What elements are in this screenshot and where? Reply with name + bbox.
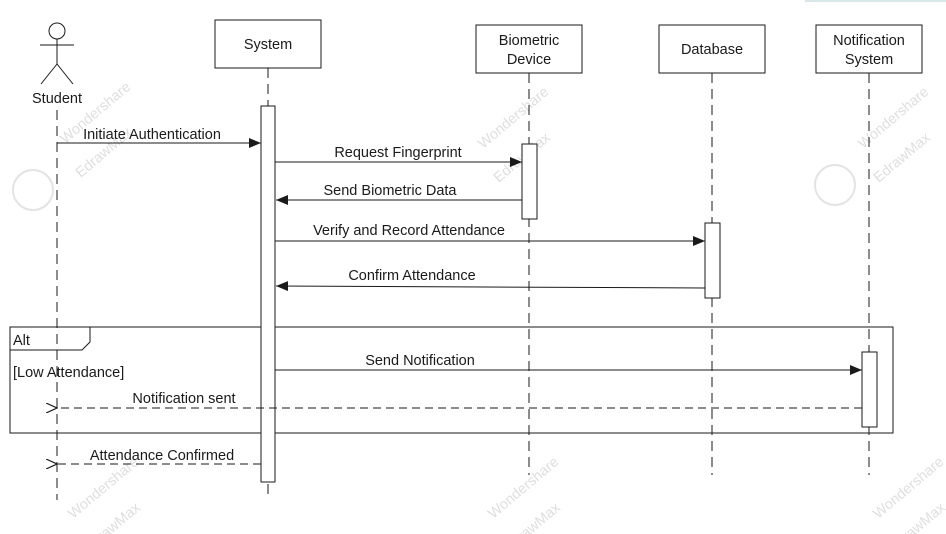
message-label: Send Biometric Data	[324, 183, 458, 199]
message-label: Initiate Authentication	[83, 127, 221, 143]
watermark: Wondershare EdrawMax	[855, 84, 934, 186]
participant-notification-label-1: Notification	[833, 33, 905, 49]
participant-student-label: Student	[32, 91, 82, 107]
activation-database	[704, 222, 721, 299]
participant-notification-system: Notification System	[815, 24, 923, 74]
participant-system: System	[214, 19, 322, 69]
watermark: Wondershare EdrawMax	[870, 454, 946, 534]
activation-biometric-device	[521, 143, 538, 220]
participant-database-label: Database	[681, 42, 743, 58]
messages: Initiate Authentication Request Fingerpr…	[57, 127, 862, 464]
fragment-operator-tab	[10, 327, 91, 351]
message-label: Attendance Confirmed	[90, 448, 234, 464]
watermark-logo-icon	[12, 169, 54, 211]
message-label: Verify and Record Attendance	[313, 223, 505, 239]
activation-notification-system	[861, 351, 878, 428]
watermark: Wondershare EdrawMax	[65, 454, 144, 534]
watermark-group: Wondershare EdrawMax Wondershare EdrawMa…	[12, 79, 946, 534]
message-label: Confirm Attendance	[348, 268, 475, 284]
participant-biometric-device: Biometric Device	[475, 24, 583, 74]
activation-system	[260, 105, 276, 483]
student-actor-icon	[40, 22, 74, 85]
watermark: Wondershare EdrawMax	[485, 454, 564, 534]
participant-biometric-label-1: Biometric	[499, 33, 559, 49]
participant-system-label: System	[244, 37, 292, 53]
alt-fragment: Alt [Low Attendance]	[9, 326, 894, 434]
fragment-operator: Alt	[13, 333, 30, 349]
watermark-logo-icon	[814, 164, 856, 206]
message-label: Send Notification	[365, 353, 475, 369]
fragment-guard: [Low Attendance]	[13, 365, 124, 381]
message-arrow	[275, 281, 706, 292]
participant-notification-label-2: System	[845, 52, 893, 68]
activations	[260, 105, 878, 483]
participant-biometric-label-2: Device	[507, 52, 551, 68]
message-label: Request Fingerprint	[334, 145, 461, 161]
participant-database: Database	[658, 24, 766, 74]
message-label: Notification sent	[132, 391, 235, 407]
